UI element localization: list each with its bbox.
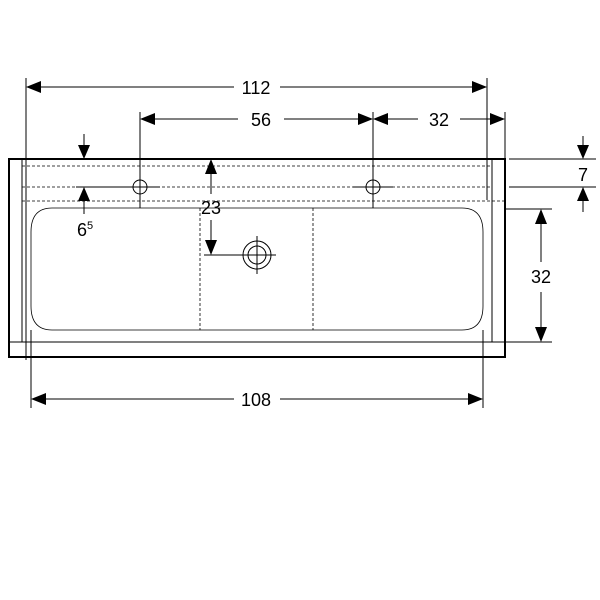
dimension-rim-height: 7: [509, 136, 596, 212]
dimension-label-tap-spacing: 56: [251, 110, 271, 130]
dimension-label-inner-width: 108: [241, 390, 271, 410]
basin-bowl: [30, 207, 484, 331]
dimension-label-rim-height: 7: [578, 165, 588, 185]
dimension-label-basin-depth: 32: [531, 267, 551, 287]
dimension-inner-width: 108: [30, 330, 484, 410]
dimension-label-tap-hole-offset: 65: [77, 220, 93, 240]
dimension-tap-spacing: 56: [140, 110, 373, 130]
tap-hole-offset-sup: 5: [87, 220, 93, 232]
dimension-label-overall-width: 112: [242, 78, 271, 98]
washbasin: [8, 112, 506, 358]
dimension-tap-hole-offset: 65: [76, 134, 120, 240]
dimension-label-tap-edge-offset: 32: [429, 110, 449, 130]
tap-hole-left-icon: [120, 112, 160, 208]
dimension-tap-edge-offset: 32: [373, 110, 506, 210]
dimension-label-drain-offset: 23: [201, 198, 221, 218]
tap-hole-right-icon: [353, 112, 393, 208]
dimension-overall-width: 112: [25, 78, 488, 360]
drain-icon: [238, 236, 276, 274]
tap-hole-offset-base: 6: [77, 220, 87, 240]
dimension-drain-offset: 23: [201, 159, 240, 256]
dimension-basin-depth: 32: [505, 208, 552, 343]
